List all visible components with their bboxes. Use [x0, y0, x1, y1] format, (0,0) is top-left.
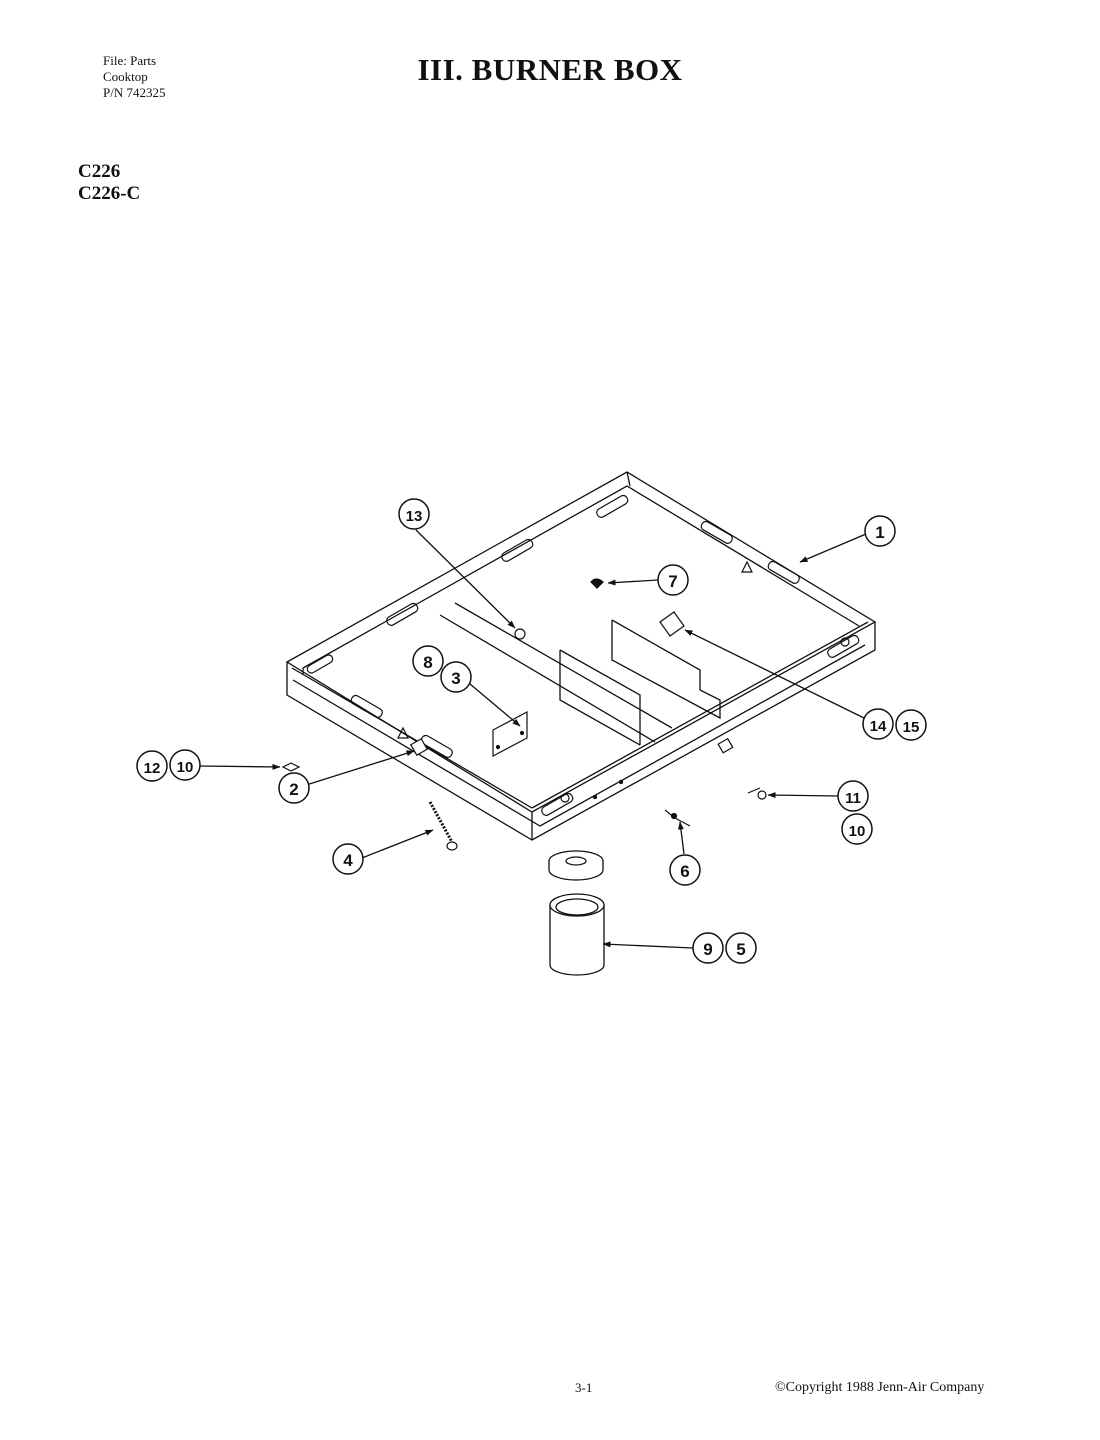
callout-1: 1 — [864, 515, 896, 547]
callout-label: 12 — [144, 760, 161, 777]
model-list: C226 C226-C — [78, 161, 140, 205]
callout-label: 11 — [845, 790, 861, 807]
callout-5: 5 — [725, 932, 757, 964]
callout-label: 8 — [423, 653, 432, 672]
callout-8: 8 — [412, 645, 444, 677]
callout-label: 5 — [736, 940, 745, 959]
callout-label: 3 — [451, 669, 460, 688]
model-number: C226 — [78, 161, 121, 182]
callout-2: 2 — [278, 772, 310, 804]
callout-10: 10 — [841, 813, 873, 845]
copyright-notice: ©Copyright 1988 Jenn-Air Company — [775, 1380, 985, 1395]
callout-label: 14 — [870, 718, 887, 735]
callout-label: 13 — [406, 508, 423, 525]
long-screw-part — [428, 801, 454, 843]
callout-6: 6 — [669, 854, 701, 886]
callout-3: 3 — [440, 661, 472, 693]
burner-box-tray — [285, 471, 877, 841]
callout-label: 7 — [668, 572, 677, 591]
thermal-switch-part — [659, 611, 685, 637]
leader-lines — [199, 529, 867, 949]
callout-label: 10 — [177, 759, 194, 776]
callout-7: 7 — [657, 564, 689, 596]
callout-15: 15 — [895, 709, 927, 741]
screw-head-part — [757, 790, 767, 800]
callout-13: 13 — [398, 498, 430, 530]
callout-9: 9 — [692, 932, 724, 964]
callout-12: 12 — [136, 750, 168, 782]
callout-11: 11 — [837, 780, 869, 812]
callout-label: 6 — [680, 862, 689, 881]
callout-4: 4 — [332, 843, 364, 875]
callout-14: 14 — [862, 708, 894, 740]
callout-label: 4 — [343, 851, 353, 870]
callout-label: 9 — [703, 940, 712, 959]
callout-label: 10 — [849, 823, 866, 840]
callout-label: 2 — [289, 780, 298, 799]
burner-cup-part — [548, 850, 605, 976]
wire-clip-part — [664, 809, 691, 827]
model-number: C226-C — [78, 183, 141, 204]
callout-label: 15 — [903, 719, 920, 736]
page-title: III. BURNER BOX — [417, 52, 683, 87]
callouts: 1 13 7 8 3 14 15 12 10 2 11 10 4 6 9 — [136, 498, 927, 964]
file-line: Cooktop — [103, 69, 148, 84]
page-number: 3-1 — [575, 1380, 593, 1395]
screw-part — [514, 628, 526, 640]
clip-nut-part — [717, 737, 734, 754]
callout-10: 10 — [169, 749, 201, 781]
screw-part — [747, 787, 761, 794]
file-info: File: Parts Cooktop P/N 742325 — [103, 53, 165, 101]
file-line: File: Parts — [103, 53, 157, 68]
clip-nut-part — [409, 737, 429, 757]
wall-slots — [306, 494, 860, 816]
screw-part — [281, 762, 301, 772]
callout-label: 1 — [875, 523, 884, 542]
file-line: P/N 742325 — [103, 85, 166, 100]
grommet-part — [590, 578, 604, 589]
